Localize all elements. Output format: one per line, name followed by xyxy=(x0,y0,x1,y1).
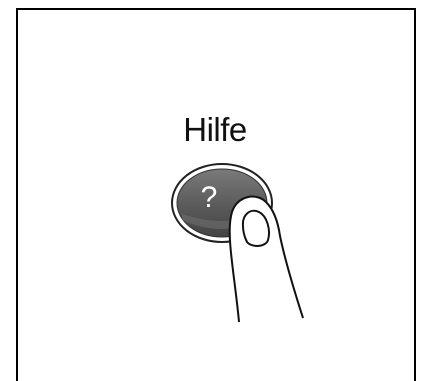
finger-icon xyxy=(230,197,305,322)
question-mark-icon: ? xyxy=(201,181,218,214)
